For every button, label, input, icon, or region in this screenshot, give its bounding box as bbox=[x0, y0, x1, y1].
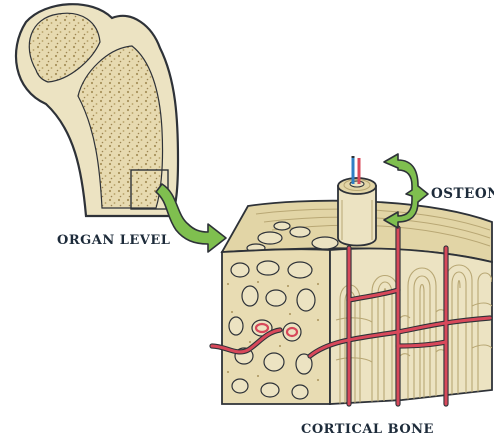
cortical-bone-label: CORTICAL BONE bbox=[301, 422, 434, 437]
osteon-label: OSTEON bbox=[431, 186, 494, 202]
femur-illustration bbox=[16, 4, 178, 216]
compact-face bbox=[330, 249, 492, 405]
organ-level-label: ORGAN LEVEL bbox=[57, 233, 170, 248]
osteon-cylinder bbox=[338, 156, 376, 246]
